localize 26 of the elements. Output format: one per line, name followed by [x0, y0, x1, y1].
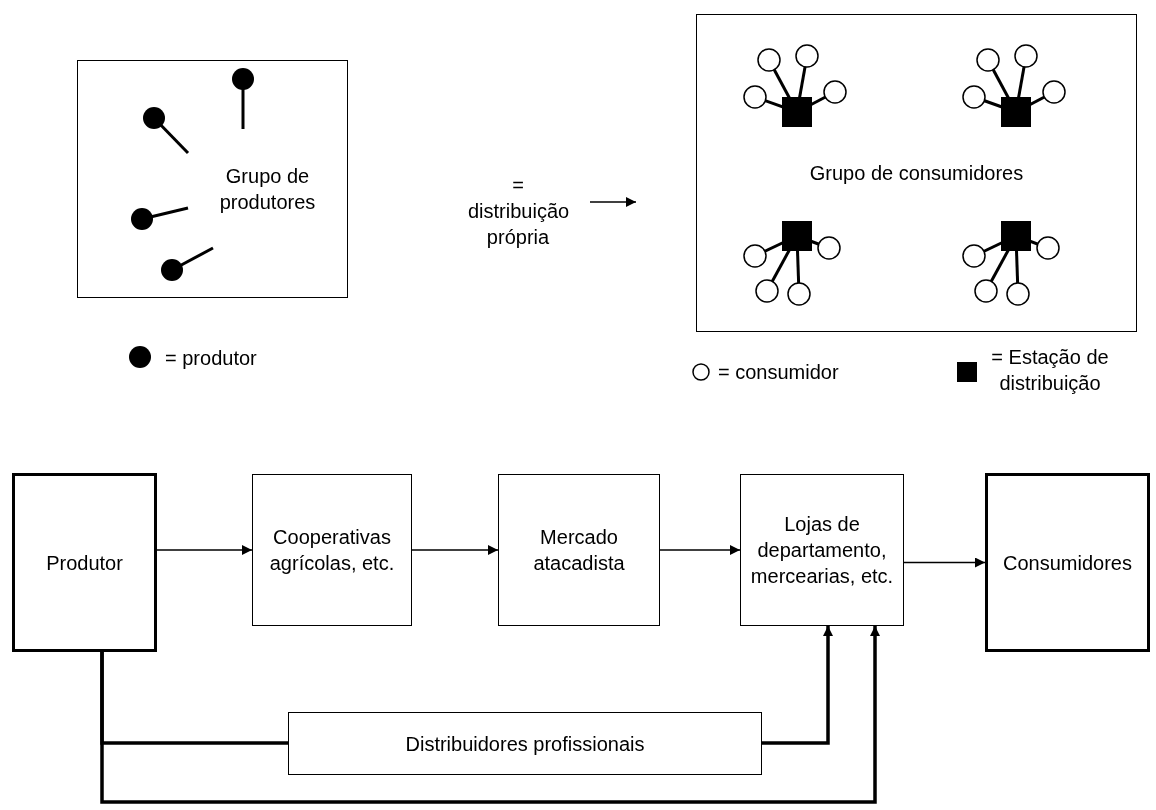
- process-box: [77, 60, 348, 298]
- node-label: Produtor: [46, 550, 123, 576]
- arrow: [762, 626, 833, 745]
- node-label: Consumidores: [1003, 550, 1132, 576]
- arrow: [100, 626, 880, 804]
- arrow: [156, 545, 253, 555]
- legend-label: = consumidor: [718, 360, 839, 385]
- node-label: Cooperativas agrícolas, etc.: [268, 525, 396, 576]
- arrow: [903, 557, 986, 568]
- node-label: Distribuidores profissionais: [405, 731, 645, 757]
- legend-label: = produtor: [165, 346, 257, 371]
- process-box: [252, 474, 412, 626]
- process-box: [288, 712, 762, 775]
- process-box: [12, 473, 157, 652]
- node-label: Grupo de produtores: [218, 164, 317, 215]
- process-box: [498, 474, 660, 626]
- node-label: Grupo de consumidores: [809, 161, 1024, 186]
- arrow: [659, 545, 741, 555]
- legend-label: = distribuição própria: [468, 173, 568, 250]
- node-label: Lojas de departamento, mercearias, etc.: [749, 512, 895, 589]
- node-label: Mercado atacadista: [532, 525, 626, 576]
- process-box: [985, 473, 1150, 652]
- process-box: [696, 14, 1137, 332]
- legend-label: = Estação de distribuição: [990, 345, 1110, 396]
- process-box: [740, 474, 904, 626]
- arrow: [411, 545, 499, 555]
